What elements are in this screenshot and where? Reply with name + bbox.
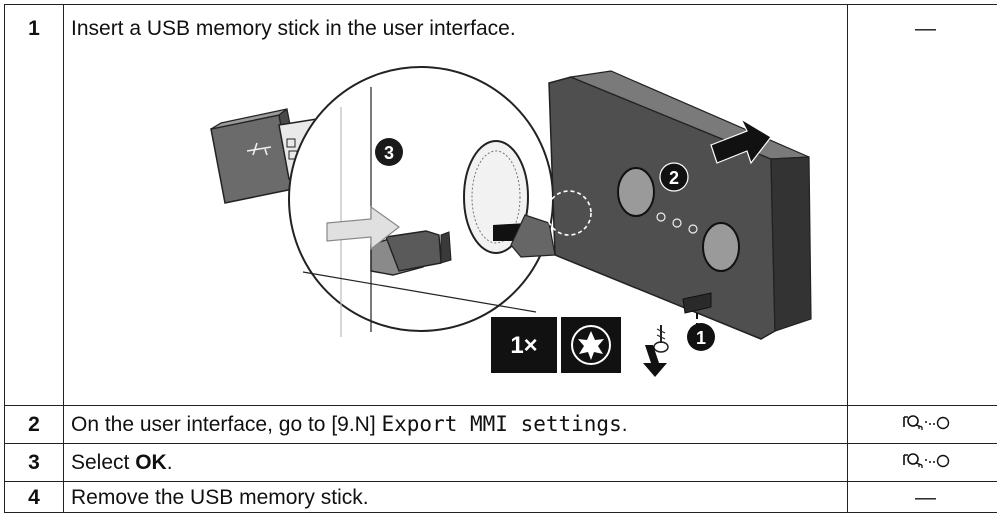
step-row-2: 2 On the user interface, go to [9.N] Exp… xyxy=(4,405,997,444)
user-interface-dial-icon xyxy=(902,413,950,431)
step-description: Select OK. xyxy=(63,443,848,482)
step-text: On the user interface, go to [9.N] xyxy=(71,413,382,436)
step-number: 4 xyxy=(4,481,64,513)
callout-1: 1 xyxy=(696,328,706,348)
usb-symbol-icon xyxy=(246,142,272,156)
step-number: 3 xyxy=(4,443,64,482)
menu-path: Export MMI settings xyxy=(381,412,622,436)
step-icon-cell: — xyxy=(847,4,997,406)
callout-2: 2 xyxy=(669,168,679,188)
step-row-1: 1 Insert a USB memory stick in the user … xyxy=(4,4,997,406)
step-text-end: . xyxy=(166,450,173,474)
step-text: Select xyxy=(71,450,136,474)
instruction-table: 1 Insert a USB memory stick in the user … xyxy=(4,4,997,513)
step-icon-cell xyxy=(847,443,997,482)
user-interface-panel: 2 xyxy=(510,70,812,340)
usb-insertion-illustration: 3 xyxy=(71,47,841,377)
step-description: On the user interface, go to [9.N] Expor… xyxy=(63,405,848,444)
illustration-svg: 3 xyxy=(210,66,812,377)
dial-icon-svg xyxy=(902,414,949,430)
step-row-4: 4 Remove the USB memory stick. — xyxy=(4,481,997,513)
step-number: 1 xyxy=(4,4,64,406)
torx-screwdriver-icon xyxy=(571,325,611,365)
step-icon-cell: — xyxy=(847,481,997,513)
dial-icon-svg xyxy=(902,452,949,468)
ok-label: OK xyxy=(135,450,167,474)
tool-count: 1× xyxy=(510,332,537,359)
step-number: 2 xyxy=(4,405,64,444)
step-row-3: 3 Select OK. xyxy=(4,443,997,482)
user-interface-dial-icon xyxy=(902,451,950,469)
step-icon-cell xyxy=(847,405,997,444)
step-description: Remove the USB memory stick. xyxy=(63,481,848,513)
tool-label: 1× xyxy=(491,317,621,373)
step-description: Insert a USB memory stick in the user in… xyxy=(63,4,848,406)
step-text: Insert a USB memory stick in the user in… xyxy=(71,17,516,40)
callout-3: 3 xyxy=(384,143,394,163)
detail-magnifier: 3 xyxy=(288,66,554,337)
step-text-end: . xyxy=(621,413,628,436)
screw xyxy=(653,325,669,353)
